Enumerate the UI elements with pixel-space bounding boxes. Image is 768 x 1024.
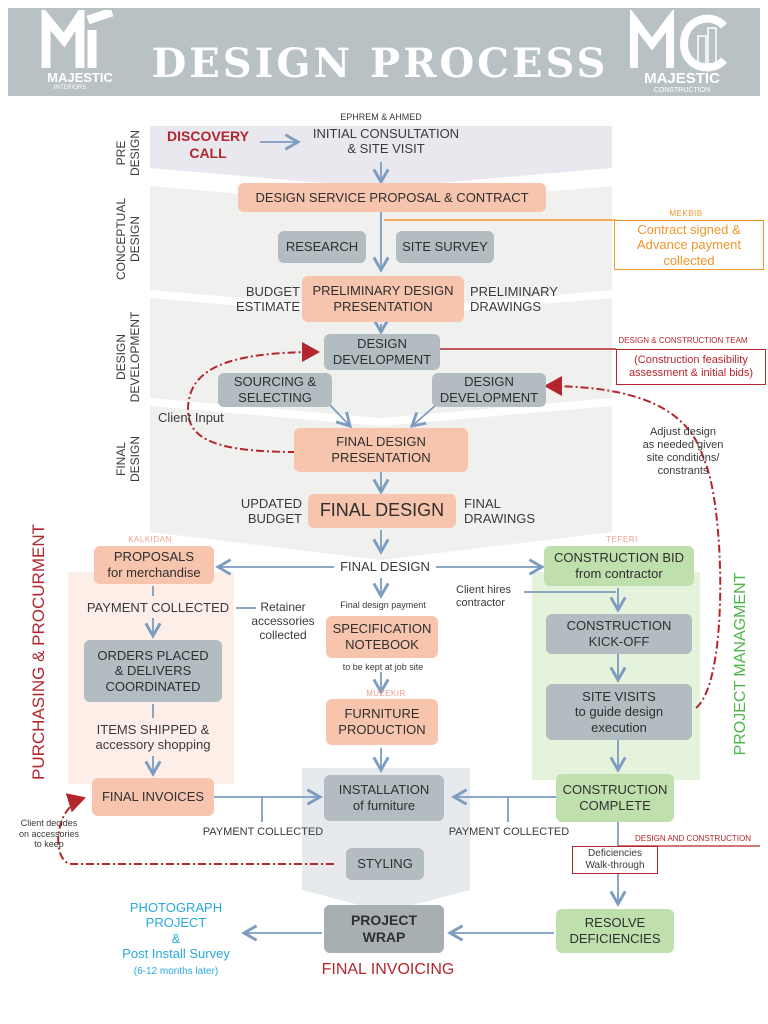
right-logo: MAJESTIC CONSTRUCTION xyxy=(628,7,736,94)
final-design-box: FINAL DESIGN xyxy=(308,494,456,528)
phase-label-pre-design: PRE DESIGN xyxy=(114,130,142,177)
muzekir-label: MUZEKIR xyxy=(366,689,406,698)
retainer-accessories-label: Retainer accessories collected xyxy=(251,600,315,643)
page-title: DESIGN PROCESS xyxy=(151,40,609,87)
budget-estimate-label: BUDGET ESTIMATE xyxy=(235,284,300,315)
research-box: RESEARCH xyxy=(278,231,366,263)
teferi-label: TEFERI xyxy=(606,535,638,544)
site-survey-box: SITE SURVEY xyxy=(396,231,494,263)
final-invoices-box: FINAL INVOICES xyxy=(92,778,214,816)
construction-bid-box: CONSTRUCTION BID from contractor xyxy=(544,546,694,586)
specification-notebook-box: SPECIFICATION NOTEBOOK xyxy=(326,616,438,658)
contract-signed-note: Contract signed & Advance payment collec… xyxy=(614,220,764,270)
deficiencies-walkthrough-note: Deficiencies Walk-through xyxy=(572,846,658,874)
updated-budget-label: UPDATED BUDGET xyxy=(240,496,302,527)
design-development-box: DESIGN DEVELOPMENT xyxy=(324,334,440,370)
final-design-center-label: FINAL DESIGN xyxy=(340,559,430,574)
initial-consultation: INITIAL CONSULTATION & SITE VISIT xyxy=(312,126,460,157)
orders-placed-box: ORDERS PLACED & DELIVERS COORDINATED xyxy=(84,640,222,702)
ephrem-ahmed-label: EPHREM & AHMED xyxy=(340,112,422,122)
design-development-2-box: DESIGN DEVELOPMENT xyxy=(432,373,546,407)
adjust-design-note: Adjust design as needed given site condi… xyxy=(642,426,724,477)
design-construction-team-label: DESIGN & CONSTRUCTION TEAM xyxy=(618,336,748,345)
final-invoicing-label: FINAL INVOICING xyxy=(321,961,455,978)
left-logo-text: MAJESTIC xyxy=(47,70,113,85)
photograph-sub-label: (6-12 months later) xyxy=(133,966,219,977)
phase-label-conceptual: CONCEPTUAL DESIGN xyxy=(114,198,142,281)
design-and-construction-label: DESIGN AND CONSTRUCTION xyxy=(634,834,751,843)
project-wrap-box: PROJECT WRAP xyxy=(324,905,444,953)
right-logo-subtext: CONSTRUCTION xyxy=(653,87,711,94)
right-logo-text: MAJESTIC xyxy=(644,70,720,87)
phase-label-development: DESIGN DEVELOPMENT xyxy=(114,311,142,403)
proposal-contract-box: DESIGN SERVICE PROPOSAL & CONTRACT xyxy=(238,183,546,212)
client-hires-note: Client hires contractor xyxy=(456,584,512,609)
site-visits-box: SITE VISITS to guide design execution xyxy=(546,684,692,740)
left-logo-subtext: INTERIORS xyxy=(53,85,87,91)
final-design-payment-label: Final design payment xyxy=(340,600,426,610)
majestic-construction-logo-icon xyxy=(630,7,728,72)
client-decides-note: Client decides on accessories to keep xyxy=(18,818,80,850)
construction-complete-box: CONSTRUCTION COMPLETE xyxy=(556,774,674,822)
project-management-side-title: PROJECT MANAGMENT xyxy=(732,572,749,756)
preliminary-presentation-box: PRELIMINARY DESIGN PRESENTATION xyxy=(302,276,464,322)
kalkidan-label: KALKIDAN xyxy=(128,535,172,544)
left-logo: MAJESTIC INTERIORS xyxy=(40,1,120,94)
feasibility-note: (Construction feasibility assessment & i… xyxy=(616,349,766,385)
construction-kickoff-box: CONSTRUCTION KICK-OFF xyxy=(546,614,692,654)
discovery-call: DISCOVERY CALL xyxy=(167,128,249,161)
final-design-presentation-box: FINAL DESIGN PRESENTATION xyxy=(294,428,468,472)
styling-box: STYLING xyxy=(346,848,424,880)
payment-collected-bottom-right: PAYMENT COLLECTED xyxy=(448,826,570,838)
payment-collected-left: PAYMENT COLLECTED xyxy=(86,600,230,615)
photograph-project-label: PHOTOGRAPH PROJECT & Post Install Survey xyxy=(122,900,230,961)
installation-box: INSTALLATION of furniture xyxy=(324,775,444,821)
client-input-label: Client Input xyxy=(158,410,224,425)
furniture-production-box: FURNITURE PRODUCTION xyxy=(326,699,438,745)
kept-at-job-site-label: to be kept at job site xyxy=(342,662,424,672)
mekbib-label: MEKBIB xyxy=(669,209,703,218)
phase-label-final: FINAL DESIGN xyxy=(114,436,142,483)
majestic-interiors-logo-icon xyxy=(41,1,114,68)
sourcing-selecting-box: SOURCING & SELECTING xyxy=(218,373,332,407)
final-drawings-label: FINAL DRAWINGS xyxy=(464,496,536,527)
resolve-deficiencies-box: RESOLVE DEFICIENCIES xyxy=(556,909,674,953)
payment-collected-bottom-left: PAYMENT COLLECTED xyxy=(202,826,324,838)
preliminary-drawings-label: PRELIMINARY DRAWINGS xyxy=(470,284,558,315)
proposals-merchandise-box: PROPOSALS for merchandise xyxy=(94,546,214,584)
purchasing-side-title: PURCHASING & PROCURMENT xyxy=(29,524,48,780)
items-shipped-label: ITEMS SHIPPED & accessory shopping xyxy=(95,722,211,753)
